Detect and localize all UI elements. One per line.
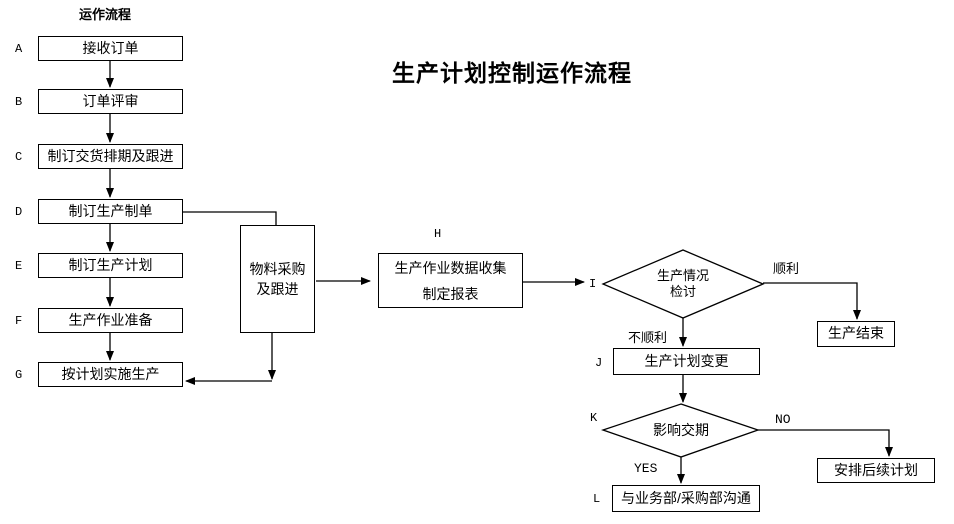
edge-d-to-material xyxy=(183,211,277,225)
data-collection-line1: 生产作业数据收集 xyxy=(394,259,507,276)
step-letter-i: I xyxy=(589,277,597,291)
process-box-production-end: 生产结束 xyxy=(817,321,895,347)
step-letter-b: B xyxy=(15,95,23,109)
process-box-job-preparation: 生产作业准备 xyxy=(38,308,183,333)
decision-diamond-delivery-impact xyxy=(600,403,760,458)
step-letter-k: K xyxy=(590,411,598,425)
process-box-order-review: 订单评审 xyxy=(38,89,183,114)
process-box-followup-plan: 安排后续计划 xyxy=(817,458,935,483)
process-box-receive-order: 接收订单 xyxy=(38,36,183,61)
step-letter-l: L xyxy=(593,492,601,506)
step-letter-e: E xyxy=(15,259,23,273)
process-box-delivery-schedule: 制订交货排期及跟进 xyxy=(38,144,183,169)
material-box-line1: 物料采购 xyxy=(249,261,306,277)
step-letter-c: C xyxy=(15,150,23,164)
process-box-plan-change: 生产计划变更 xyxy=(613,348,760,375)
lane-title: 运作流程 xyxy=(78,7,131,22)
review-decision-line1: 生产情况 xyxy=(656,268,709,283)
process-box-production-order: 制订生产制单 xyxy=(38,199,183,224)
material-box-line2: 及跟进 xyxy=(256,281,299,297)
data-collection-line2: 制定报表 xyxy=(422,285,479,302)
decision-text-production-review: 生产情况 检讨 xyxy=(623,268,743,300)
edge-k-no-to-followup xyxy=(758,429,893,457)
edge-label-smooth: 顺利 xyxy=(773,261,800,276)
process-box-production-plan: 制订生产计划 xyxy=(38,253,183,278)
decision-text-delivery-impact: 影响交期 xyxy=(653,422,709,438)
edge-label-no: NO xyxy=(775,412,791,427)
edge-i-smooth-to-end xyxy=(763,282,861,320)
step-letter-g: G xyxy=(15,368,23,382)
step-letter-h: H xyxy=(434,227,442,241)
diagram-title: 生产计划控制运作流程 xyxy=(392,60,632,86)
step-letter-d: D xyxy=(15,205,23,219)
decision-diamond-production-review xyxy=(601,249,765,319)
step-letter-a: A xyxy=(15,42,23,56)
edge-label-yes: YES xyxy=(634,461,658,476)
process-box-data-collection: 生产作业数据收集 制定报表 xyxy=(378,253,523,308)
process-box-execute-production: 按计划实施生产 xyxy=(38,362,183,387)
step-letter-j: J xyxy=(595,356,603,370)
review-decision-line2: 检讨 xyxy=(669,284,696,299)
edge-label-not-smooth: 不顺利 xyxy=(628,330,668,345)
step-letter-f: F xyxy=(15,314,23,328)
process-box-material-purchasing: 物料采购 及跟进 xyxy=(240,225,315,333)
process-box-communicate-depts: 与业务部/采购部沟通 xyxy=(612,485,760,512)
